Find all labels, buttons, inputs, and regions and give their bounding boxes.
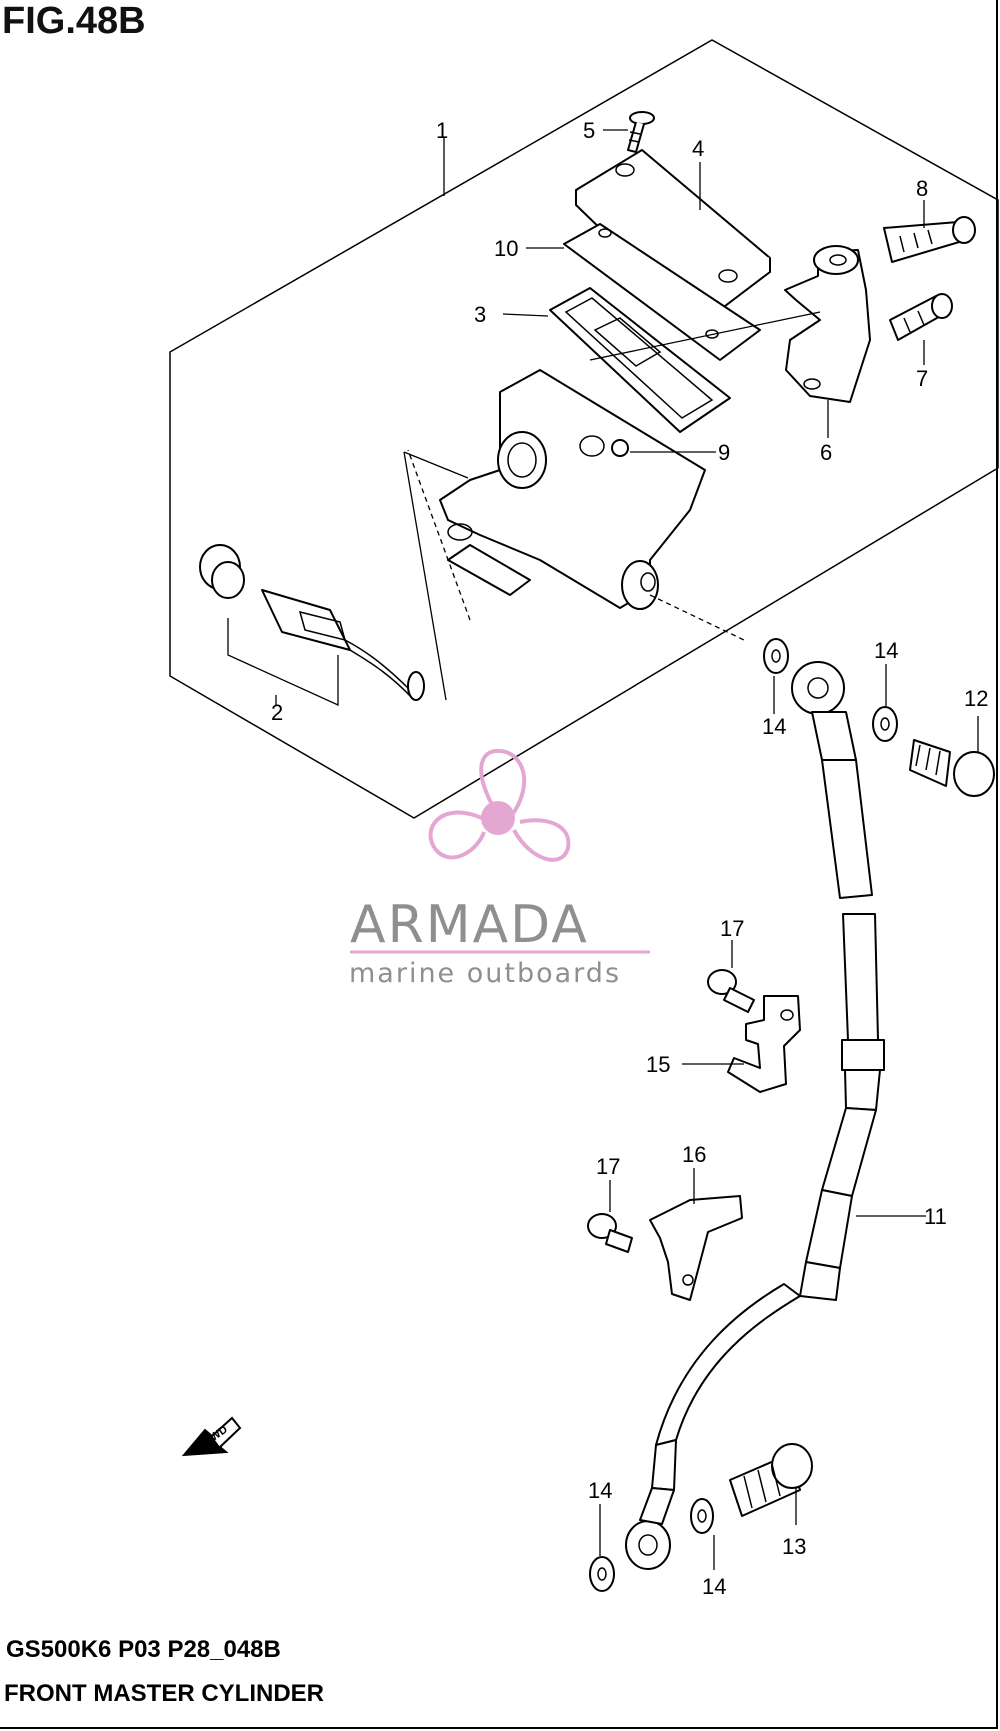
washer-part-14-b bbox=[872, 706, 898, 742]
callout-5: 5 bbox=[583, 118, 595, 143]
clamp-part-6 bbox=[784, 245, 871, 403]
callout-15: 15 bbox=[646, 1052, 670, 1077]
callout-10: 10 bbox=[494, 236, 518, 261]
callout-13: 13 bbox=[782, 1534, 806, 1559]
part-9-detail bbox=[611, 439, 629, 457]
hose-clamp-part-16 bbox=[649, 1195, 743, 1301]
callout-17-a: 17 bbox=[720, 916, 744, 941]
bolt-part-7 bbox=[889, 293, 953, 341]
model-code: GS500K6 P03 P28_048B bbox=[6, 1636, 281, 1663]
callout-14-b: 14 bbox=[874, 638, 898, 663]
bolt-part-17-a bbox=[707, 969, 755, 1013]
bolt-part-13 bbox=[729, 1443, 813, 1517]
callout-17-b: 17 bbox=[596, 1154, 620, 1179]
callout-6: 6 bbox=[820, 440, 832, 465]
bolt-part-8 bbox=[883, 216, 976, 263]
callout-16: 16 bbox=[682, 1142, 706, 1167]
callout-2: 2 bbox=[271, 700, 283, 725]
washer-part-14-d bbox=[589, 1556, 615, 1592]
logo-brand: ARMADA bbox=[350, 895, 589, 955]
armada-logo: ARMADA marine outboards bbox=[349, 748, 650, 989]
callout-4: 4 bbox=[692, 136, 704, 161]
piston-set-part-2 bbox=[199, 544, 425, 707]
callout-7: 7 bbox=[916, 366, 928, 391]
callout-8: 8 bbox=[916, 176, 928, 201]
callout-14-a: 14 bbox=[762, 714, 786, 739]
callout-1: 1 bbox=[436, 118, 448, 143]
figure-name: FRONT MASTER CYLINDER bbox=[4, 1680, 324, 1707]
logo-tagline: marine outboards bbox=[349, 958, 621, 989]
callout-12: 12 bbox=[964, 686, 988, 711]
callout-14-c: 14 bbox=[702, 1574, 726, 1599]
washer-part-14-c bbox=[690, 1498, 714, 1534]
propeller-icon bbox=[428, 748, 571, 862]
callout-3: 3 bbox=[474, 302, 486, 327]
callout-9: 9 bbox=[718, 440, 730, 465]
hose-clamp-part-15 bbox=[727, 995, 801, 1093]
bolt-part-12 bbox=[909, 739, 995, 797]
callout-11: 11 bbox=[924, 1204, 947, 1229]
screw-part-5 bbox=[627, 111, 655, 153]
diaphragm-part-3 bbox=[549, 287, 731, 433]
figure-title: FIG.48B bbox=[2, 0, 146, 42]
assembly-outline bbox=[169, 39, 999, 819]
plate-part-10 bbox=[563, 223, 761, 361]
fwd-arrow-icon: FWD bbox=[181, 1416, 242, 1457]
callout-14-d: 14 bbox=[588, 1478, 612, 1503]
master-cylinder-body bbox=[439, 369, 706, 610]
brake-hose-part-11 bbox=[625, 661, 885, 1570]
washer-part-14-a bbox=[763, 638, 789, 674]
bolt-part-17-b bbox=[587, 1213, 633, 1253]
